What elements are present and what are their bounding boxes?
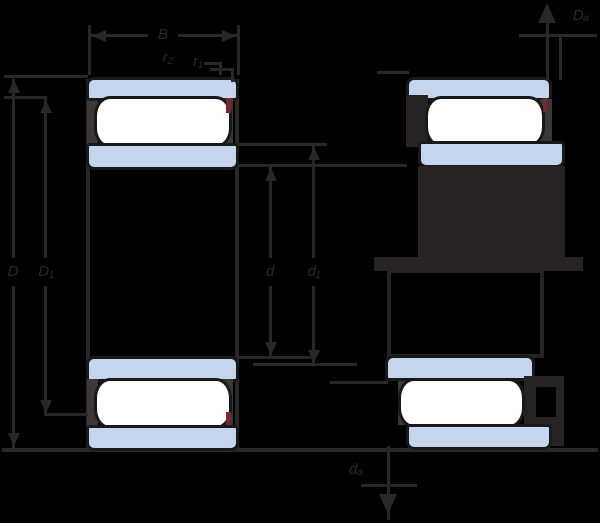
d1-arrow-up-icon xyxy=(308,147,320,160)
rv-abutment-slot xyxy=(536,387,556,417)
D-arrow-up-icon xyxy=(8,80,20,93)
right-face-line xyxy=(235,79,239,449)
snap-ring-mark-upper xyxy=(226,98,231,113)
r1-label: r₁ xyxy=(186,52,210,72)
rv-inner-ring-upper xyxy=(418,141,565,168)
inner-ring-upper xyxy=(86,143,239,170)
d1o-ext-bottom xyxy=(47,413,88,416)
D1-arrow-down-icon xyxy=(40,400,52,413)
d1-ext-bottom xyxy=(253,363,357,366)
d-ext-top xyxy=(4,75,88,78)
shaft-center-band xyxy=(374,257,583,271)
da-label: dₐ xyxy=(342,460,370,480)
stub-lower-right-view xyxy=(330,381,388,384)
cage-bar-upper-left xyxy=(87,101,98,147)
roller-upper xyxy=(94,96,232,148)
r2-leader xyxy=(204,62,222,65)
rv-snap-ring-mark-upper xyxy=(543,98,547,112)
outer-ring-lower xyxy=(86,425,239,451)
d-label: d xyxy=(258,258,282,286)
Da-crossbar xyxy=(519,34,597,37)
bottom-abutment-line xyxy=(2,448,598,452)
d1-arrow-down-icon xyxy=(308,350,320,363)
rv-roller-upper xyxy=(425,96,545,147)
stub-upper-right-view xyxy=(377,71,409,74)
roller-lower xyxy=(94,378,232,429)
d1-ext-top xyxy=(239,143,327,146)
D1-label: D₁ xyxy=(31,258,61,286)
shaft-lower-outline xyxy=(387,269,544,358)
shaft-upper-fill xyxy=(418,166,565,260)
d-arrow-down-icon xyxy=(265,342,277,355)
rv-outer-ring-lower xyxy=(406,424,552,450)
d1-label: d₁ xyxy=(299,258,329,286)
b-label: B xyxy=(148,22,178,48)
b-arrow-left-icon xyxy=(92,30,106,42)
d1o-ext-top xyxy=(4,96,47,99)
D1-arrow-up-icon xyxy=(40,100,52,113)
snap-ring-mark-lower xyxy=(226,412,231,427)
da-arrow-down-icon xyxy=(379,494,397,514)
Da-arrow-line xyxy=(546,6,549,80)
b-extension-left xyxy=(88,25,91,75)
r1-leader xyxy=(210,68,234,71)
D-arrow-down-icon xyxy=(8,433,20,446)
D1-dimension-line xyxy=(44,99,47,416)
d1-dimension-line xyxy=(312,146,315,366)
Da-extension xyxy=(559,37,562,80)
d-bore-ext-top xyxy=(239,164,407,167)
r1-leader-drop xyxy=(231,68,234,82)
da-crossbar xyxy=(361,484,417,487)
b-extension-right xyxy=(237,25,240,75)
b-arrow-right-icon xyxy=(222,30,236,42)
d-arrow-up-icon xyxy=(265,168,277,181)
D-label: D xyxy=(1,258,25,286)
r2-label: r₂ xyxy=(156,48,180,68)
Da-label: Dₐ xyxy=(566,6,596,26)
left-face-line xyxy=(86,79,90,449)
da-arrow-line xyxy=(387,446,390,520)
rv-roller-lower xyxy=(398,378,525,428)
rv-cage-block-upper-left xyxy=(406,95,428,147)
cage-bar-lower-left xyxy=(87,379,98,425)
Da-arrow-up-icon xyxy=(538,3,556,23)
d-bore-ext-bottom xyxy=(239,356,315,359)
